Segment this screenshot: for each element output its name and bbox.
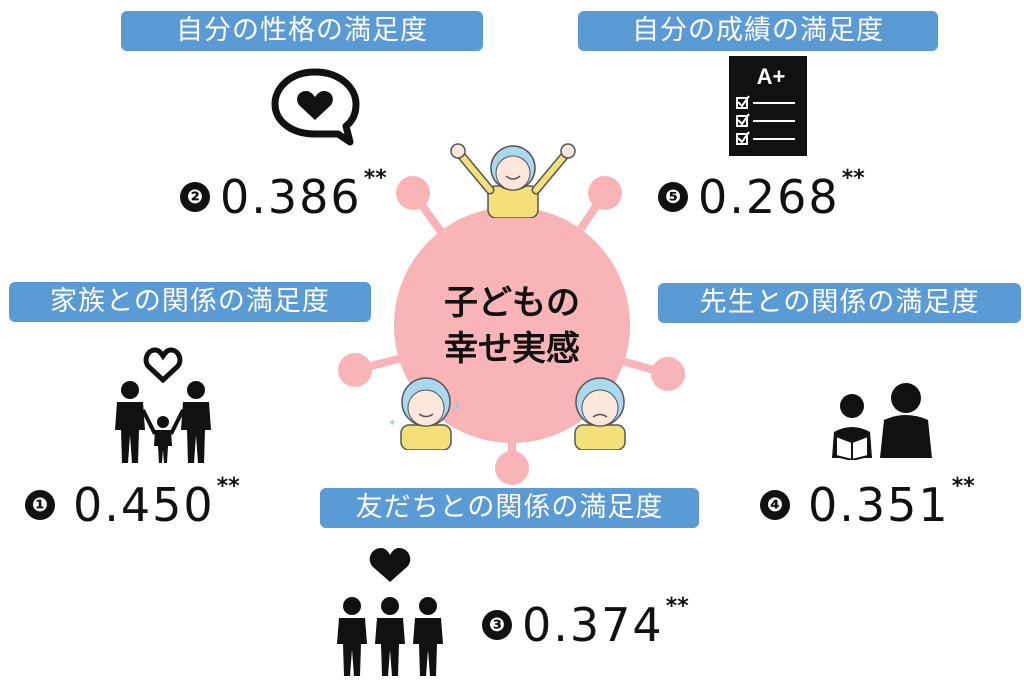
badge-2: ❷ bbox=[180, 182, 210, 212]
grade-sheet-icon-text: A+ bbox=[757, 64, 786, 89]
svg-text:✦: ✦ bbox=[388, 418, 396, 429]
coefficient-personality: 0.386 bbox=[220, 170, 362, 224]
value-grades: ❺ 0.268 ** bbox=[658, 168, 865, 226]
value-friends: ❸ 0.374 ** bbox=[482, 596, 689, 654]
child-cheering-illustration bbox=[450, 143, 576, 218]
label-friends-satisfaction: 友だちとの関係の満足度 bbox=[320, 488, 699, 528]
badge-4: ❹ bbox=[760, 490, 790, 520]
coefficient-teacher: 0.351 bbox=[808, 478, 950, 532]
badge-3: ❸ bbox=[482, 610, 512, 640]
significance-teacher: ** bbox=[951, 474, 975, 499]
value-teacher: ❹ 0.351 ** bbox=[760, 476, 975, 534]
significance-friends: ** bbox=[665, 594, 689, 619]
label-grades-satisfaction: 自分の成績の満足度 bbox=[578, 11, 938, 51]
family-icon bbox=[115, 347, 211, 463]
value-family: ❶ 0.450 ** bbox=[25, 476, 240, 534]
significance-personality: ** bbox=[363, 166, 387, 191]
child-sad-illustration bbox=[574, 377, 626, 450]
coefficient-friends: 0.374 bbox=[522, 598, 664, 652]
teacher-student-icon bbox=[832, 383, 932, 460]
center-title-line2: 幸せ実感 bbox=[444, 329, 580, 369]
badge-5: ❺ bbox=[658, 182, 688, 212]
label-personality-satisfaction: 自分の性格の満足度 bbox=[121, 11, 483, 51]
coefficient-family: 0.450 bbox=[73, 478, 215, 532]
significance-grades: ** bbox=[841, 166, 865, 191]
center-title-line1: 子どもの bbox=[444, 283, 580, 323]
friends-icon bbox=[337, 548, 443, 676]
badge-1: ❶ bbox=[25, 490, 55, 520]
value-personality: ❷ 0.386 ** bbox=[180, 168, 387, 226]
significance-family: ** bbox=[216, 474, 240, 499]
speech-heart-icon bbox=[271, 68, 360, 146]
label-family-satisfaction: 家族との関係の満足度 bbox=[9, 282, 371, 322]
child-smiling-illustration: ✦ ✦ bbox=[388, 377, 462, 450]
coefficient-grades: 0.268 bbox=[698, 170, 840, 224]
svg-text:✦: ✦ bbox=[452, 399, 462, 413]
center-title: 子どもの 幸せ実感 bbox=[412, 280, 612, 372]
grade-sheet-icon: A+ bbox=[729, 56, 807, 156]
label-teacher-satisfaction: 先生との関係の満足度 bbox=[658, 283, 1021, 323]
